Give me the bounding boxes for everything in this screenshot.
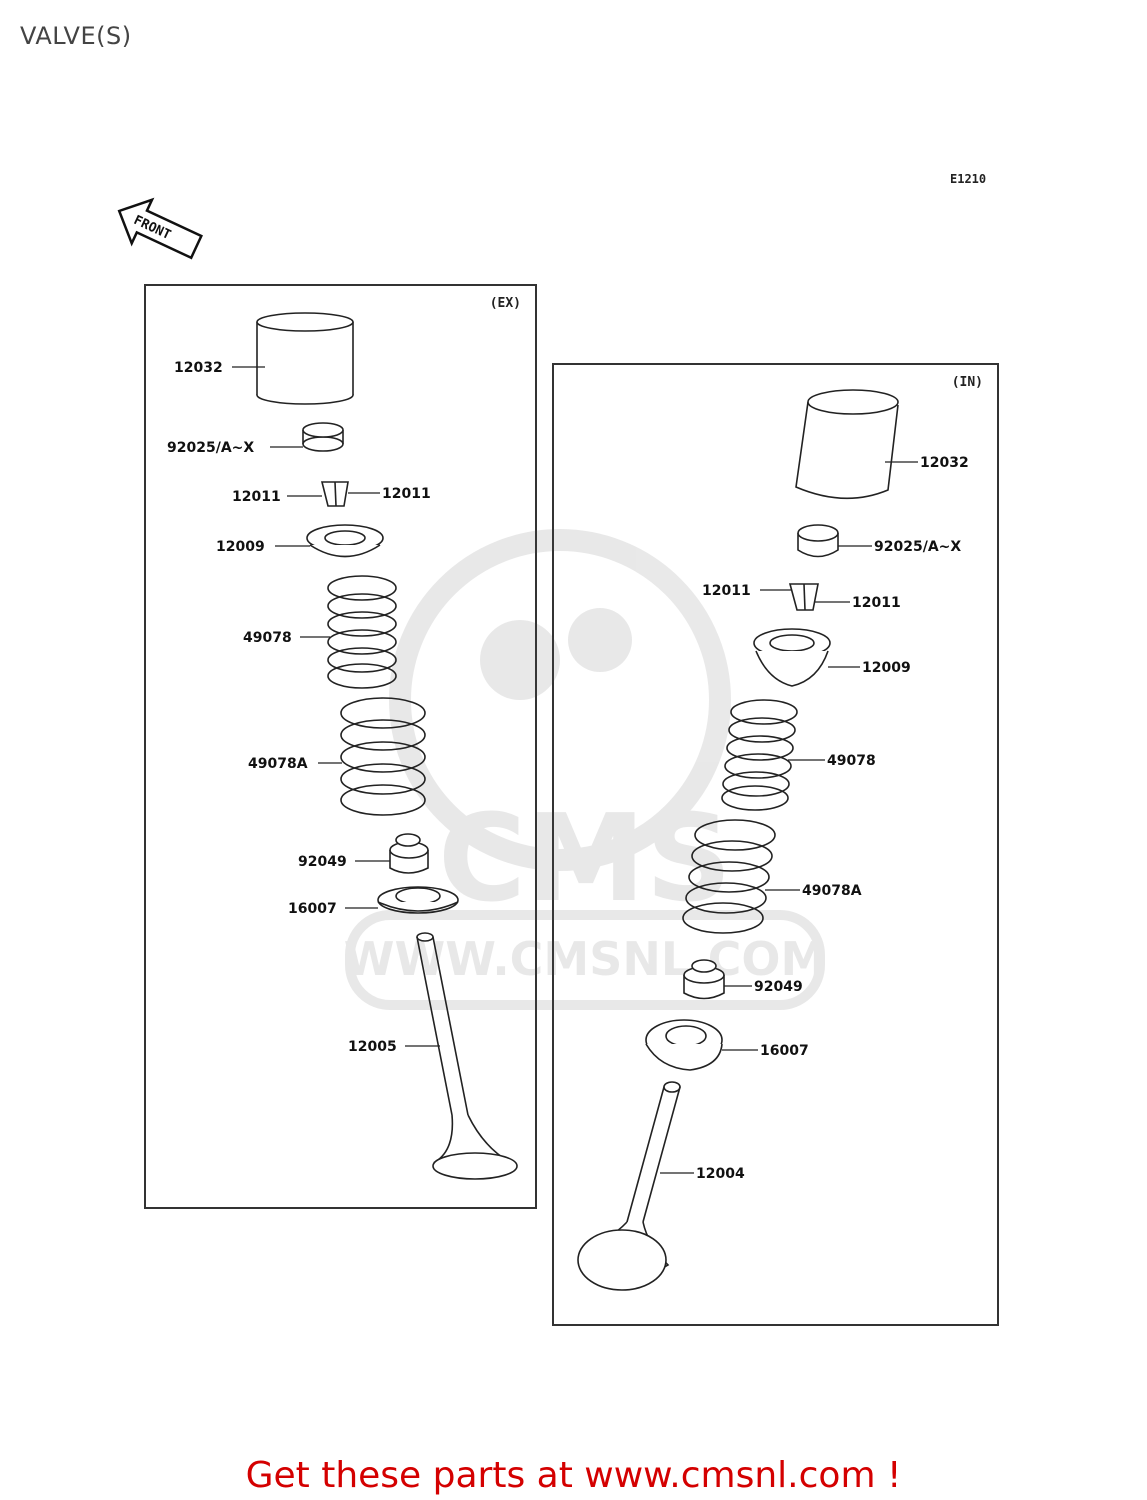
ex-label-tappet: 12032 (174, 360, 223, 376)
exhaust-parts (256, 312, 518, 1180)
in-tappet-shape (795, 389, 899, 500)
ex-label-inner-spring: 49078 (243, 630, 292, 646)
ex-valve-shape (416, 932, 518, 1180)
in-label-outer-spring: 49078A (802, 883, 862, 899)
in-label-cotter-left: 12011 (702, 583, 751, 599)
ex-label-shim: 92025/A~X (167, 440, 254, 456)
in-label-shim: 92025/A~X (874, 539, 961, 555)
in-label-retainer: 12009 (862, 660, 911, 676)
in-label-tappet: 12032 (920, 455, 969, 471)
ex-label-cotter-left: 12011 (232, 489, 281, 505)
exhaust-panel-tag: (EX) (489, 296, 521, 311)
in-seat-shape (645, 1019, 723, 1071)
ex-retainer-shape (306, 524, 384, 558)
in-label-seal: 92049 (754, 979, 803, 995)
in-shim-shape (797, 524, 839, 558)
watermark-url: WWW.CMSNL.COM (344, 932, 827, 986)
diagram-code: E1210 (950, 172, 987, 186)
ex-seat-shape (377, 886, 459, 914)
page-title: VALVE(S) (20, 22, 132, 50)
ex-label-valve: 12005 (348, 1039, 397, 1055)
ex-leaders (232, 366, 440, 1047)
footer-cta-link[interactable]: Get these parts at www.cmsnl.com ! (245, 1455, 902, 1496)
ex-label-seat: 16007 (288, 901, 337, 917)
ex-outer-spring-shape (340, 697, 426, 816)
exhaust-panel: (EX) (144, 284, 537, 1209)
intake-panel: (IN) (552, 363, 999, 1326)
in-label-cotter-right: 12011 (852, 595, 901, 611)
ex-tappet-shape (256, 312, 354, 405)
in-retainer-shape (753, 628, 831, 687)
in-label-seat: 16007 (760, 1043, 809, 1059)
cmsnl-watermark: CMS WWW.CMSNL.COM (344, 529, 827, 1010)
in-valve-shape (577, 1081, 681, 1291)
in-cotter-shape (788, 583, 819, 611)
ex-label-cotter-right: 12011 (382, 486, 431, 502)
ex-cotter-shape (320, 481, 349, 507)
ex-label-retainer: 12009 (216, 539, 265, 555)
ex-seal-shape (389, 833, 429, 874)
watermark-brand: CMS (438, 790, 732, 929)
ex-shim-shape (302, 422, 344, 452)
front-arrow-icon: FRONT (117, 197, 203, 260)
in-leaders (660, 461, 918, 1174)
in-seal-shape (683, 959, 725, 1000)
in-outer-spring-shape (682, 819, 776, 934)
intake-parts (577, 389, 899, 1291)
ex-label-outer-spring: 49078A (248, 756, 308, 772)
ex-inner-spring-shape (327, 575, 397, 689)
in-labels: 12032 92025/A~X 12011 12011 12009 49078 … (696, 455, 969, 1182)
in-label-inner-spring: 49078 (827, 753, 876, 769)
in-inner-spring-shape (721, 699, 798, 811)
in-label-valve: 12004 (696, 1166, 745, 1182)
intake-panel-tag: (IN) (951, 375, 983, 390)
ex-labels: 12032 92025/A~X 12011 12011 12009 49078 … (167, 360, 431, 1055)
ex-label-seal: 92049 (298, 854, 347, 870)
